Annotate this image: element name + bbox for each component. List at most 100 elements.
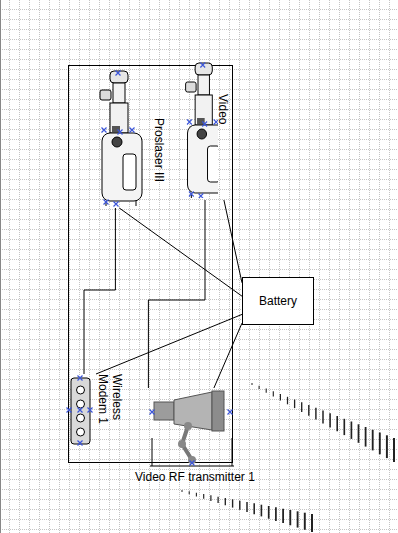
wire-connector <box>148 200 205 388</box>
page-edge <box>0 0 1 533</box>
icon-part <box>150 410 155 415</box>
icon-part <box>189 192 194 197</box>
device-icon <box>178 60 218 198</box>
beam-tick <box>203 494 204 499</box>
wire-connector <box>224 200 242 283</box>
icon-part <box>174 392 212 430</box>
beam-tick <box>308 405 309 416</box>
beam-tick <box>358 424 360 443</box>
device-icon <box>142 388 238 468</box>
beam-tick <box>336 416 338 431</box>
icon-part <box>195 63 212 75</box>
icon-part <box>150 438 234 466</box>
icon-part <box>104 200 109 205</box>
icon-part <box>202 122 207 127</box>
camera-device: Proslaser III <box>92 68 170 208</box>
icon-part <box>106 201 136 206</box>
icon-part <box>78 376 83 381</box>
enclosure <box>69 66 233 463</box>
wire-connector <box>84 208 115 374</box>
icon-part <box>187 120 192 125</box>
icon-part <box>188 125 218 193</box>
beam-tick <box>275 507 277 521</box>
wire-connector <box>214 323 242 388</box>
beam-tick <box>379 433 381 455</box>
beam-tick <box>282 509 284 523</box>
device-label: Video RF transmitter 1 <box>135 470 255 484</box>
icon-part <box>190 461 195 466</box>
beam-tick <box>268 506 270 519</box>
beam-tick <box>280 394 281 400</box>
icon-part <box>116 71 121 76</box>
beam-tick <box>322 411 324 424</box>
signal-beams <box>182 383 394 532</box>
modem-device: Wireless Modem 1 <box>66 374 126 450</box>
beam-tick <box>351 422 353 439</box>
icon-part <box>77 414 85 422</box>
beam-tick <box>189 491 190 494</box>
wire-connector <box>119 208 242 296</box>
beam-tick <box>239 501 240 510</box>
beam-tick <box>246 502 248 512</box>
beam-tick <box>232 499 233 507</box>
beam-tick <box>304 513 306 530</box>
beam-tick <box>196 493 197 497</box>
icon-part <box>88 408 93 413</box>
icon-part <box>110 71 128 83</box>
beam-tick <box>372 430 374 451</box>
device-label: Wireless Modem 1 <box>96 374 124 448</box>
camera-device: Video <box>178 60 232 200</box>
icon-part <box>178 440 186 448</box>
beam-tick <box>225 498 226 505</box>
icon-part <box>197 129 207 139</box>
icon-part <box>78 441 83 446</box>
icon-part <box>112 137 122 147</box>
beam-tick <box>253 503 255 514</box>
icon-part <box>198 194 203 199</box>
beam-tick <box>343 419 345 435</box>
icon-part <box>208 146 218 182</box>
icon-part <box>78 408 83 413</box>
wire-connector <box>96 314 242 374</box>
beam-tick <box>259 386 260 389</box>
icon-part <box>67 408 72 413</box>
icon-part <box>195 95 212 125</box>
beam-tick <box>365 427 367 447</box>
icon-part <box>77 400 85 408</box>
beam-tick <box>315 408 316 420</box>
icon-part <box>198 75 209 95</box>
icon-part <box>114 202 119 207</box>
icon-part <box>123 154 136 190</box>
icon-part <box>102 128 107 133</box>
beam-tick <box>287 397 288 405</box>
icon-part <box>118 130 123 135</box>
beam-tick <box>329 413 331 427</box>
beam-tick <box>297 511 299 527</box>
icon-part <box>102 133 142 201</box>
icon-part <box>130 128 135 133</box>
icon-part <box>110 103 128 133</box>
battery-box: Battery <box>242 277 314 325</box>
beam-tick <box>182 490 183 492</box>
beam-tick <box>311 514 313 532</box>
beam-tick <box>289 510 291 525</box>
icon-part <box>113 83 125 103</box>
device-icon <box>66 374 96 446</box>
beam-tick <box>294 400 295 409</box>
beam-tick <box>210 495 211 501</box>
icon-part <box>77 386 85 394</box>
beam-tick <box>261 505 263 517</box>
beam-tick <box>266 389 267 393</box>
icon-part <box>100 90 111 100</box>
icon-part <box>154 402 174 420</box>
icon-part <box>228 410 233 415</box>
icon-part <box>186 82 196 92</box>
beam-tick <box>393 438 395 462</box>
beam-tick <box>217 497 218 503</box>
beam-tick <box>301 402 302 412</box>
device-label: Video <box>216 94 230 124</box>
icon-part <box>184 422 192 430</box>
